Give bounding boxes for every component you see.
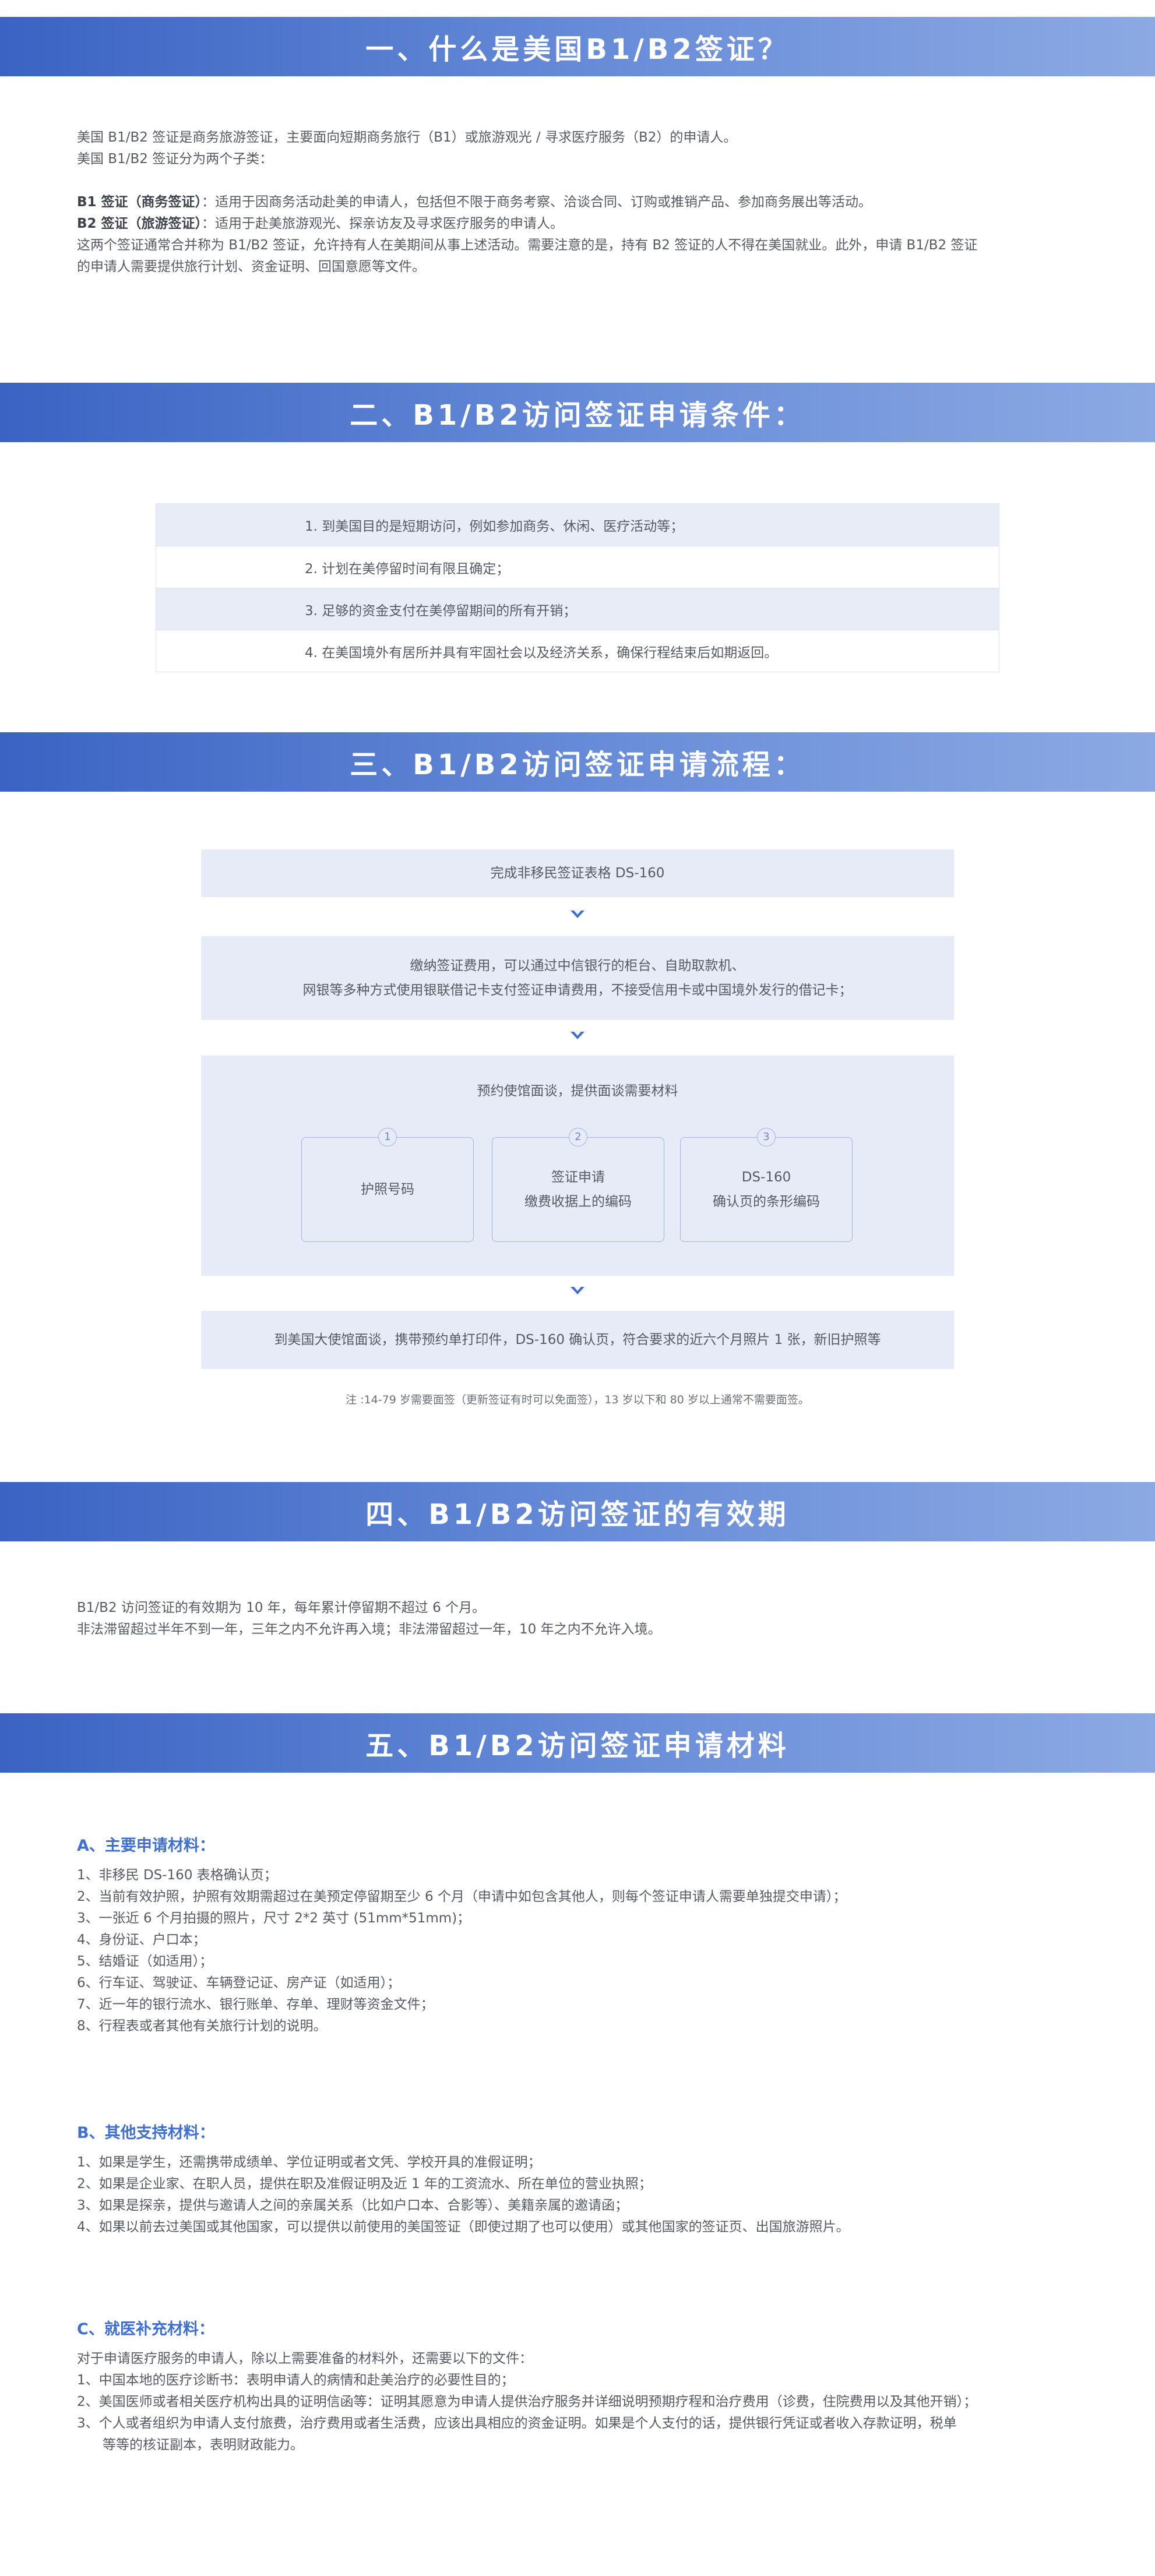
material-item: 4、身份证、户口本； xyxy=(77,1932,206,1947)
age-note: 注 :14-79 岁需要面签（更新签证有时可以免面签），13 岁以下和 80 岁… xyxy=(346,1393,809,1406)
flow-step-text: 缴纳签证费用，可以通过中信银行的柜台、自助取款机、 xyxy=(410,958,745,973)
flow-step-text: 网银等多种方式使用银联借记卡支付签证申请费用，不接受信用卡或中国境外发行的借记卡… xyxy=(302,983,853,998)
b2-label: B2 签证（旅游签证） xyxy=(77,216,202,231)
condition-row: 1. 到美国目的是短期访问，例如参加商务、休闲、医疗活动等； xyxy=(156,504,999,546)
section-banner-process: 三、B1/B2访问签证申请流程： xyxy=(0,732,1155,792)
intro-line: 美国 B1/B2 签证是商务旅游签证，主要面向短期商务旅行（B1）或旅游观光 /… xyxy=(77,130,737,145)
flow-step-text: 到美国大使馆面谈，携带预约单打印件，DS-160 确认页，符合要求的近六个月照片… xyxy=(274,1332,881,1347)
flow-step-interview: 到美国大使馆面谈，携带预约单打印件，DS-160 确认页，符合要求的近六个月照片… xyxy=(201,1311,954,1369)
validity-line: 非法滞留超过半年不到一年，三年之内不允许再入境；非法滞留超过一年，10 年之内不… xyxy=(77,1622,661,1637)
material-item: 1、如果是学生，还需携带成绩单、学位证明或者文凭、学校开具的准假证明； xyxy=(77,2155,541,2170)
material-item-continued: 等等的核证副本，表明财政能力。 xyxy=(103,2437,304,2453)
step-number-badge: 1 xyxy=(378,1128,397,1146)
condition-row: 3. 足够的资金支付在美停留期间的所有开销； xyxy=(156,588,999,630)
material-item: 3、一张近 6 个月拍摄的照片，尺寸 2*2 英寸 (51mm*51mm)； xyxy=(77,1911,471,1926)
card-text: 签证申请 xyxy=(551,1170,605,1185)
condition-row: 4. 在美国境外有居所并具有牢固社会以及经济关系，确保行程结束后如期返回。 xyxy=(156,630,999,672)
chevron-down-icon xyxy=(570,1031,585,1040)
material-item: 4、如果以前去过美国或其他国家，可以提供以前使用的美国签证（即使过期了也可以使用… xyxy=(77,2219,850,2235)
materials-subheading: C、就医补充材料： xyxy=(77,2320,214,2338)
section-banner-conditions: 二、B1/B2访问签证申请条件： xyxy=(0,383,1155,442)
b2-text: ：适用于赴美旅游观光、探亲访友及寻求医疗服务的申请人。 xyxy=(202,216,564,231)
material-item: 2、当前有效护照，护照有效期需超过在美预定停留期至少 6 个月（申请中如包含其他… xyxy=(77,1889,847,1904)
materials-supporting: B、其他支持材料： 1、如果是学生，还需携带成绩单、学位证明或者文凭、学校开具的… xyxy=(77,2122,1079,2238)
material-item: 1、中国本地的医疗诊断书：表明申请人的病情和赴美治疗的必要性目的； xyxy=(77,2373,515,2388)
material-item: 1、非移民 DS-160 表格确认页； xyxy=(77,1868,277,1883)
intro-paragraph: 这两个签证通常合并称为 B1/B2 签证，允许持有人在美期间从事上述活动。需要注… xyxy=(77,238,978,253)
validity-text: B1/B2 访问签证的有效期为 10 年，每年累计停留期不超过 6 个月。 非法… xyxy=(77,1597,1079,1640)
material-item: 6、行车证、驾驶证、车辆登记证、房产证（如适用）； xyxy=(77,1975,401,1991)
chevron-down-icon xyxy=(570,910,585,919)
material-intro: 对于申请医疗服务的申请人，除以上需要准备的材料外，还需要以下的文件： xyxy=(77,2351,533,2366)
material-item: 8、行程表或者其他有关旅行计划的说明。 xyxy=(77,2019,327,2034)
step-number-badge: 2 xyxy=(569,1128,587,1146)
section-title: 五、B1/B2访问签证申请材料 xyxy=(365,1730,790,1762)
intro-paragraph: 的申请人需要提供旅行计划、资金证明、回国意愿等文件。 xyxy=(77,259,425,274)
b1-text: ：适用于因商务活动赴美的申请人，包括但不限于商务考察、洽谈合同、订购或推销产品、… xyxy=(202,195,872,210)
materials-medical: C、就医补充材料： 对于申请医疗服务的申请人，除以上需要准备的材料外，还需要以下… xyxy=(77,2319,1079,2456)
flow-step-text: 完成非移民签证表格 DS-160 xyxy=(490,866,665,881)
validity-line: B1/B2 访问签证的有效期为 10 年，每年累计停留期不超过 6 个月。 xyxy=(77,1600,486,1615)
card-text: 缴费收据上的编码 xyxy=(524,1194,632,1209)
material-item: 2、如果是企业家、在职人员，提供在职及准假证明及近 1 年的工资流水、所在单位的… xyxy=(77,2176,652,2192)
material-card-barcode: 3 DS-160 确认页的条形编码 xyxy=(680,1128,853,1242)
step-number-badge: 3 xyxy=(757,1128,776,1146)
material-card-passport: 1 护照号码 xyxy=(301,1128,474,1242)
flow-step-interview-booking: 预约使馆面谈，提供面谈需要材料 1 护照号码 2 签证申请 缴费收据上的编码 3… xyxy=(201,1056,954,1276)
section-banner-what-is-visa: 一、什么是美国B1/B2签证？ xyxy=(0,17,1155,76)
materials-main: A、主要申请材料： 1、非移民 DS-160 表格确认页； 2、当前有效护照，护… xyxy=(77,1835,1079,2037)
section-title: 三、B1/B2访问签证申请流程： xyxy=(350,749,805,781)
material-item: 3、如果是探亲，提供与邀请人之间的亲属关系（比如户口本、合影等）、美籍亲属的邀请… xyxy=(77,2198,629,2213)
section-title: 二、B1/B2访问签证申请条件： xyxy=(350,399,805,432)
conditions-table: 1. 到美国目的是短期访问，例如参加商务、休闲、医疗活动等； 2. 计划在美停留… xyxy=(156,503,999,672)
chevron-down-icon xyxy=(570,1286,585,1296)
material-item: 2、美国医师或者相关医疗机构出具的证明信函等：证明其愿意为申请人提供治疗服务并详… xyxy=(77,2394,977,2409)
material-item: 5、结婚证（如适用）； xyxy=(77,1954,213,1969)
flow-step-title: 预约使馆面谈，提供面谈需要材料 xyxy=(477,1084,678,1099)
section-title: 四、B1/B2访问签证的有效期 xyxy=(365,1498,790,1531)
flow-step-ds160: 完成非移民签证表格 DS-160 xyxy=(201,849,954,897)
material-item: 7、近一年的银行流水、银行账单、存单、理财等资金文件； xyxy=(77,1997,434,2012)
material-item: 3、个人或者组织为申请人支付旅费，治疗费用或者生活费，应该出具相应的资金证明。如… xyxy=(77,2416,957,2431)
b2-description: B2 签证（旅游签证）：适用于赴美旅游观光、探亲访友及寻求医疗服务的申请人。 xyxy=(77,213,1079,235)
intro-line: 美国 B1/B2 签证分为两个子类： xyxy=(77,151,273,167)
materials-subheading: A、主要申请材料： xyxy=(77,1837,215,1855)
section-title: 一、什么是美国B1/B2签证？ xyxy=(365,33,790,66)
section-banner-materials: 五、B1/B2访问签证申请材料 xyxy=(0,1713,1155,1773)
card-text: 护照号码 xyxy=(361,1182,414,1197)
intro-text: 美国 B1/B2 签证是商务旅游签证，主要面向短期商务旅行（B1）或旅游观光 /… xyxy=(77,127,1079,278)
material-card-receipt: 2 签证申请 缴费收据上的编码 xyxy=(492,1128,664,1242)
card-text: 确认页的条形编码 xyxy=(713,1194,820,1209)
section-banner-validity: 四、B1/B2访问签证的有效期 xyxy=(0,1482,1155,1541)
flow-step-fee: 缴纳签证费用，可以通过中信银行的柜台、自助取款机、 网银等多种方式使用银联借记卡… xyxy=(201,936,954,1020)
b1-label: B1 签证（商务签证） xyxy=(77,195,202,210)
b1-description: B1 签证（商务签证）：适用于因商务活动赴美的申请人，包括但不限于商务考察、洽谈… xyxy=(77,192,1079,213)
card-text: DS-160 xyxy=(741,1170,791,1185)
condition-row: 2. 计划在美停留时间有限且确定； xyxy=(156,546,999,588)
materials-subheading: B、其他支持材料： xyxy=(77,2124,215,2142)
